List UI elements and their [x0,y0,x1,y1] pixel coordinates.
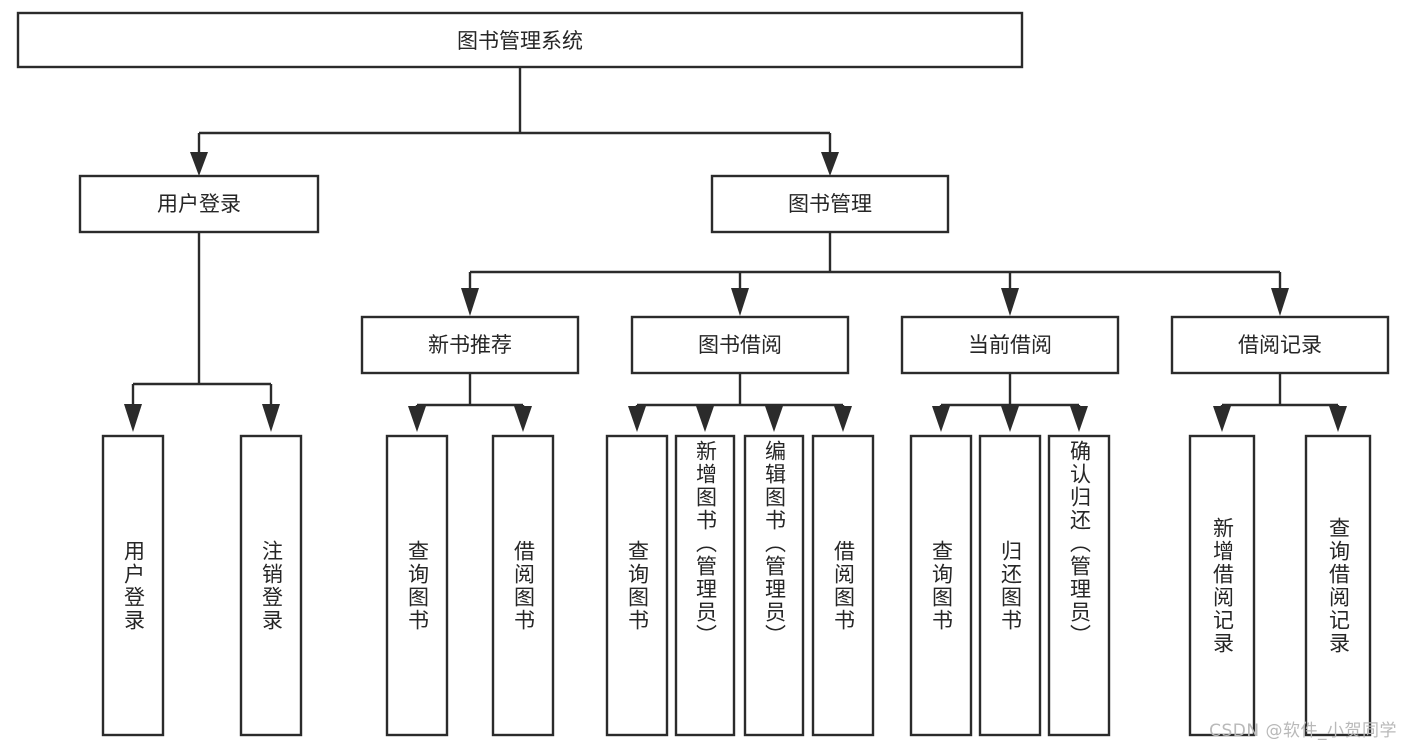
arrow-head-record-leaf-1 [1213,406,1231,432]
node-new-book-recommend-box[interactable] [360,315,580,375]
arrow-head-borrow-leaf-4 [834,406,852,432]
arrow-head-newbook-leaf-1 [408,406,426,432]
leaf-box-borrow-lend[interactable] [811,434,875,737]
leaf-box-record-query[interactable] [1304,434,1372,737]
leaf-box-current-query[interactable] [909,434,973,737]
leaf-box-newbook-query[interactable] [385,434,449,737]
node-current-borrow[interactable]: 当前借阅 [900,315,1120,375]
node-borrow-record-box[interactable] [1170,315,1390,375]
node-user-login-box[interactable] [78,174,320,234]
arrow-head-record-leaf-2 [1329,406,1347,432]
leaf-box-borrow-add[interactable] [674,434,736,737]
node-book-manage-label: 图书管理 [788,192,872,216]
connector-group-book-borrow [628,373,852,432]
connector-group-book-manage [461,232,1289,316]
arrow-head-book-manage [821,152,839,176]
leaf-box-borrow-edit[interactable] [743,434,805,737]
arrow-head-book-borrow [731,288,749,316]
node-borrow-record[interactable]: 借阅记录 [1170,315,1390,375]
arrow-head-newbook-leaf-2 [514,406,532,432]
node-root[interactable]: 图书管理系统 [16,11,1024,69]
leaf-box-current-return[interactable] [978,434,1042,737]
leaf-box-newbook-borrow[interactable] [491,434,555,737]
arrow-head-new-book [461,288,479,316]
arrow-head-leaf-user-login [124,404,142,432]
arrow-head-current-leaf-1 [932,406,950,432]
node-borrow-record-label: 借阅记录 [1238,333,1322,357]
leaf-box-current-confirm[interactable] [1047,434,1111,737]
node-root-box[interactable] [16,11,1024,69]
connector-group-new-book [408,373,532,432]
node-book-manage[interactable]: 图书管理 [710,174,950,234]
csdn-watermark: CSDN @软件_小贺同学 [1209,721,1397,741]
arrow-head-current-leaf-2 [1001,406,1019,432]
node-new-book-recommend-label: 新书推荐 [428,333,512,357]
node-new-book-recommend[interactable]: 新书推荐 [360,315,580,375]
node-root-label: 图书管理系统 [457,29,583,53]
leaf-box-record-add[interactable] [1188,434,1256,737]
connector-group-root [190,67,839,176]
leaf-box-borrow-query[interactable] [605,434,669,737]
node-book-borrow-label: 图书借阅 [698,333,782,357]
leaf-box-logout[interactable] [239,434,303,737]
node-user-login-label: 用户登录 [157,192,241,216]
arrow-head-current-leaf-3 [1070,406,1088,432]
node-book-borrow-box[interactable] [630,315,850,375]
node-book-manage-box[interactable] [710,174,950,234]
connector-group-current-borrow [932,373,1088,432]
arrow-head-leaf-logout [262,404,280,432]
arrow-head-current-borrow [1001,288,1019,316]
node-book-borrow[interactable]: 图书借阅 [630,315,850,375]
arrow-head-borrow-record [1271,288,1289,316]
node-current-borrow-box[interactable] [900,315,1120,375]
arrow-head-borrow-leaf-1 [628,406,646,432]
arrow-head-user-login [190,152,208,176]
connector-group-user-login [124,232,280,432]
arrow-head-borrow-leaf-2 [696,406,714,432]
node-current-borrow-label: 当前借阅 [968,333,1052,357]
leaf-box-user-login[interactable] [101,434,165,737]
arrow-head-borrow-leaf-3 [765,406,783,432]
node-user-login[interactable]: 用户登录 [78,174,320,234]
connector-group-borrow-record [1213,373,1347,432]
